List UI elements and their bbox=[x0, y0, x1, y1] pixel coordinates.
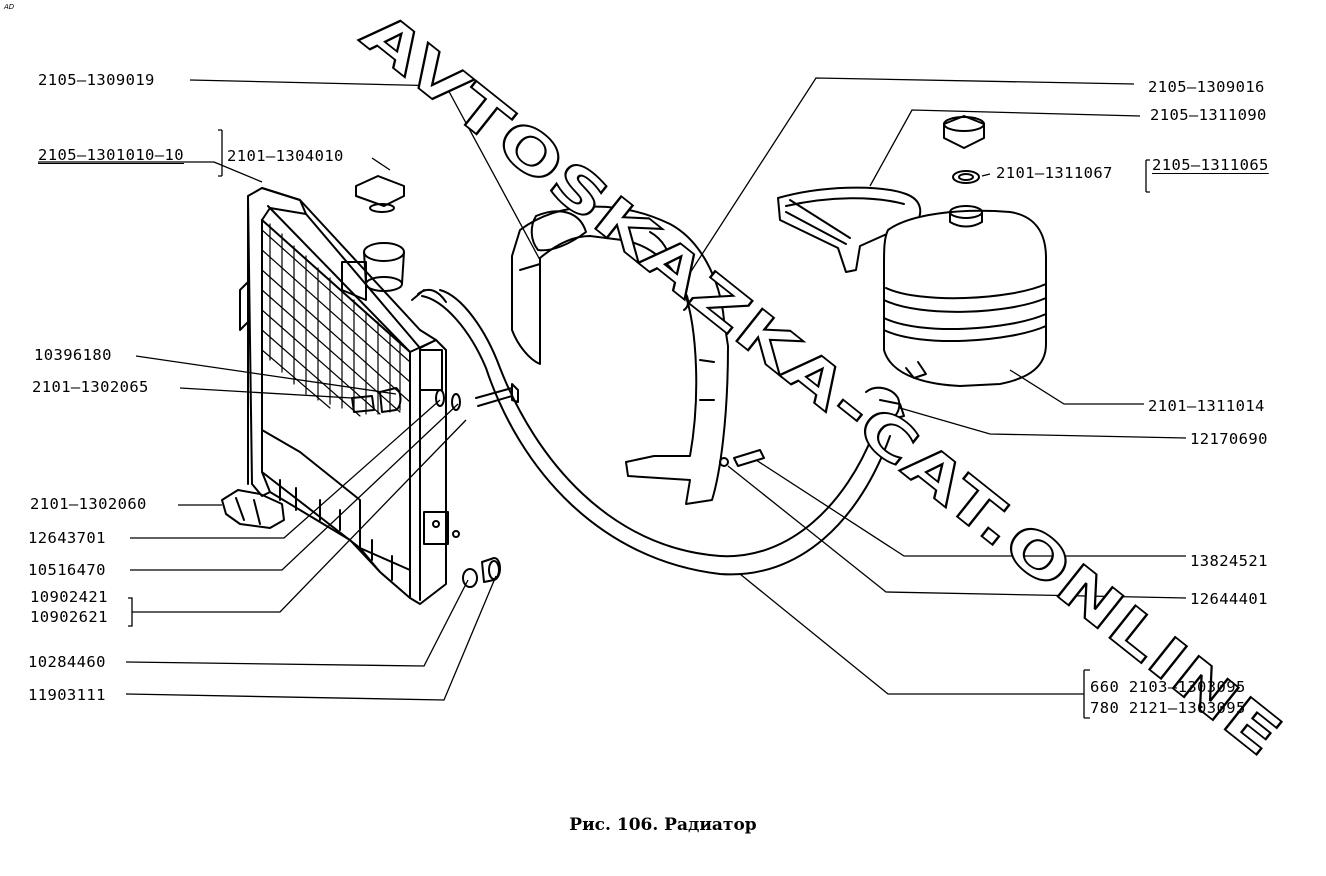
label-11903111: 11903111 bbox=[28, 686, 106, 704]
leader-lines bbox=[38, 77, 1187, 719]
expansion-tank-drawing bbox=[777, 115, 1047, 387]
label-2101-1302060: 2101–1302060 bbox=[30, 495, 147, 513]
figure-caption: Рис. 106. Радиатор bbox=[569, 815, 757, 835]
label-13824521: 13824521 bbox=[1190, 552, 1268, 570]
label-10516470: 10516470 bbox=[28, 561, 106, 579]
label-10284460: 10284460 bbox=[28, 653, 106, 671]
hoses-drawing bbox=[421, 289, 905, 576]
label-780-2121-1303095: 780 2121–1303095 bbox=[1090, 699, 1246, 717]
label-660-2103-1303095: 660 2103–1303095 bbox=[1090, 678, 1246, 696]
label-10902621: 10902621 bbox=[30, 608, 108, 626]
label-12643701: 12643701 bbox=[28, 529, 106, 547]
label-12170690: 12170690 bbox=[1190, 430, 1268, 448]
label-10396180: 10396180 bbox=[34, 346, 112, 364]
label-2105-1309016: 2105–1309016 bbox=[1148, 78, 1265, 96]
label-2105-1301010-10: 2105–1301010–10 bbox=[38, 146, 184, 164]
label-2101-1311067: 2101–1311067 bbox=[996, 164, 1113, 182]
label-10902421: 10902421 bbox=[30, 588, 108, 606]
corner-mark: AD bbox=[4, 3, 15, 11]
radiator-drawing bbox=[221, 175, 519, 605]
fan-shroud-drawing bbox=[511, 205, 729, 505]
label-12644401: 12644401 bbox=[1190, 590, 1268, 608]
label-2105-1311090: 2105–1311090 bbox=[1150, 106, 1267, 124]
label-2101-1304010: 2101–1304010 bbox=[227, 147, 344, 165]
label-2105-1309019: 2105–1309019 bbox=[38, 71, 155, 89]
label-2105-1311065: 2105–1311065 bbox=[1152, 156, 1269, 174]
label-2101-1311014: 2101–1311014 bbox=[1148, 397, 1265, 415]
label-2101-1302065: 2101–1302065 bbox=[32, 378, 149, 396]
